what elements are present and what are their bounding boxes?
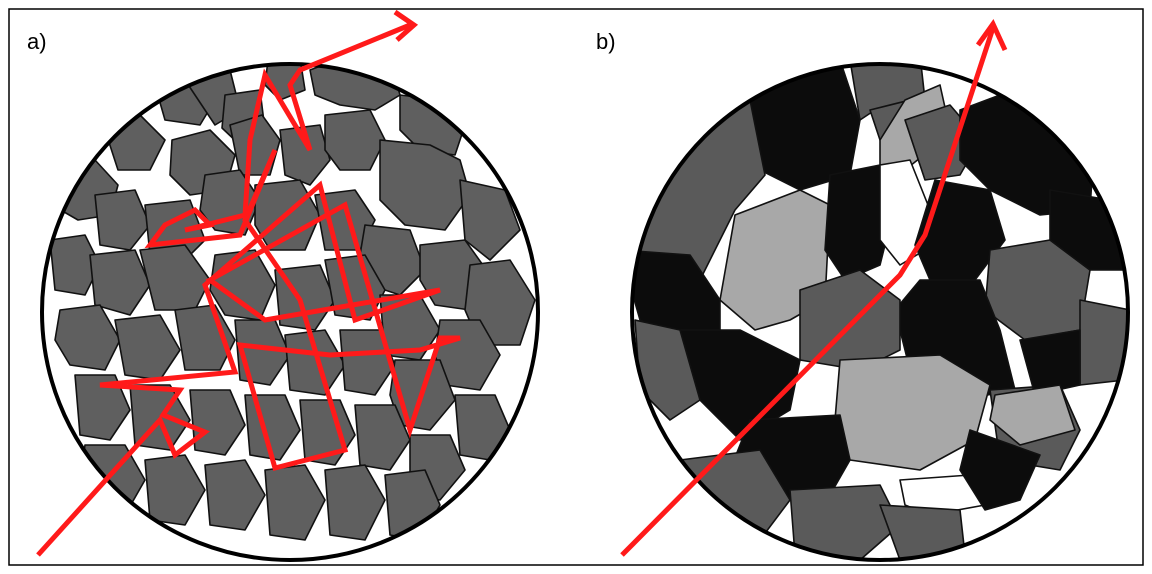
panel-a-ray-path bbox=[36, 22, 461, 557]
panel-b-dense-microstructure bbox=[620, 19, 1130, 562]
panel-a-ray-arrowhead bbox=[393, 9, 419, 42]
panel-b-label: b) bbox=[596, 29, 616, 54]
panel-b-ray-path bbox=[620, 27, 996, 557]
panel-a-label: a) bbox=[27, 29, 47, 54]
panel-a-porous-microstructure bbox=[36, 9, 540, 562]
panel-b-ray-arrowhead bbox=[975, 19, 1008, 52]
